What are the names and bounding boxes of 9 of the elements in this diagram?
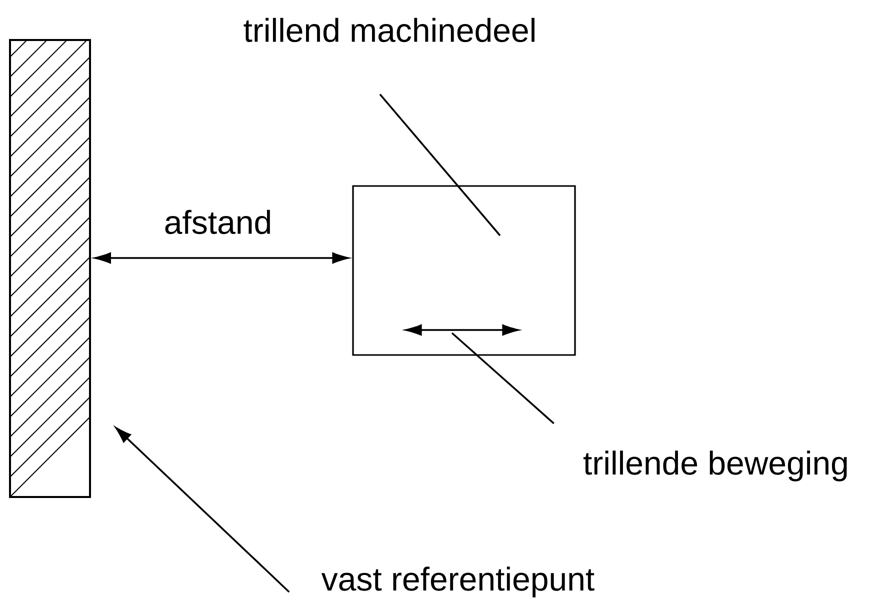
leader-line: [379, 94, 501, 236]
leader-line: [451, 332, 554, 424]
label-text: trillende beweging: [584, 450, 847, 482]
label-text: vast referentiepunt: [321, 566, 594, 598]
hatched-wall: [9, 39, 91, 498]
machine-part-box: [352, 185, 576, 356]
label-text: trillend machinedeel: [244, 18, 534, 42]
edge-label: afstand: [165, 210, 270, 234]
pointer-arrow: [115, 427, 290, 593]
